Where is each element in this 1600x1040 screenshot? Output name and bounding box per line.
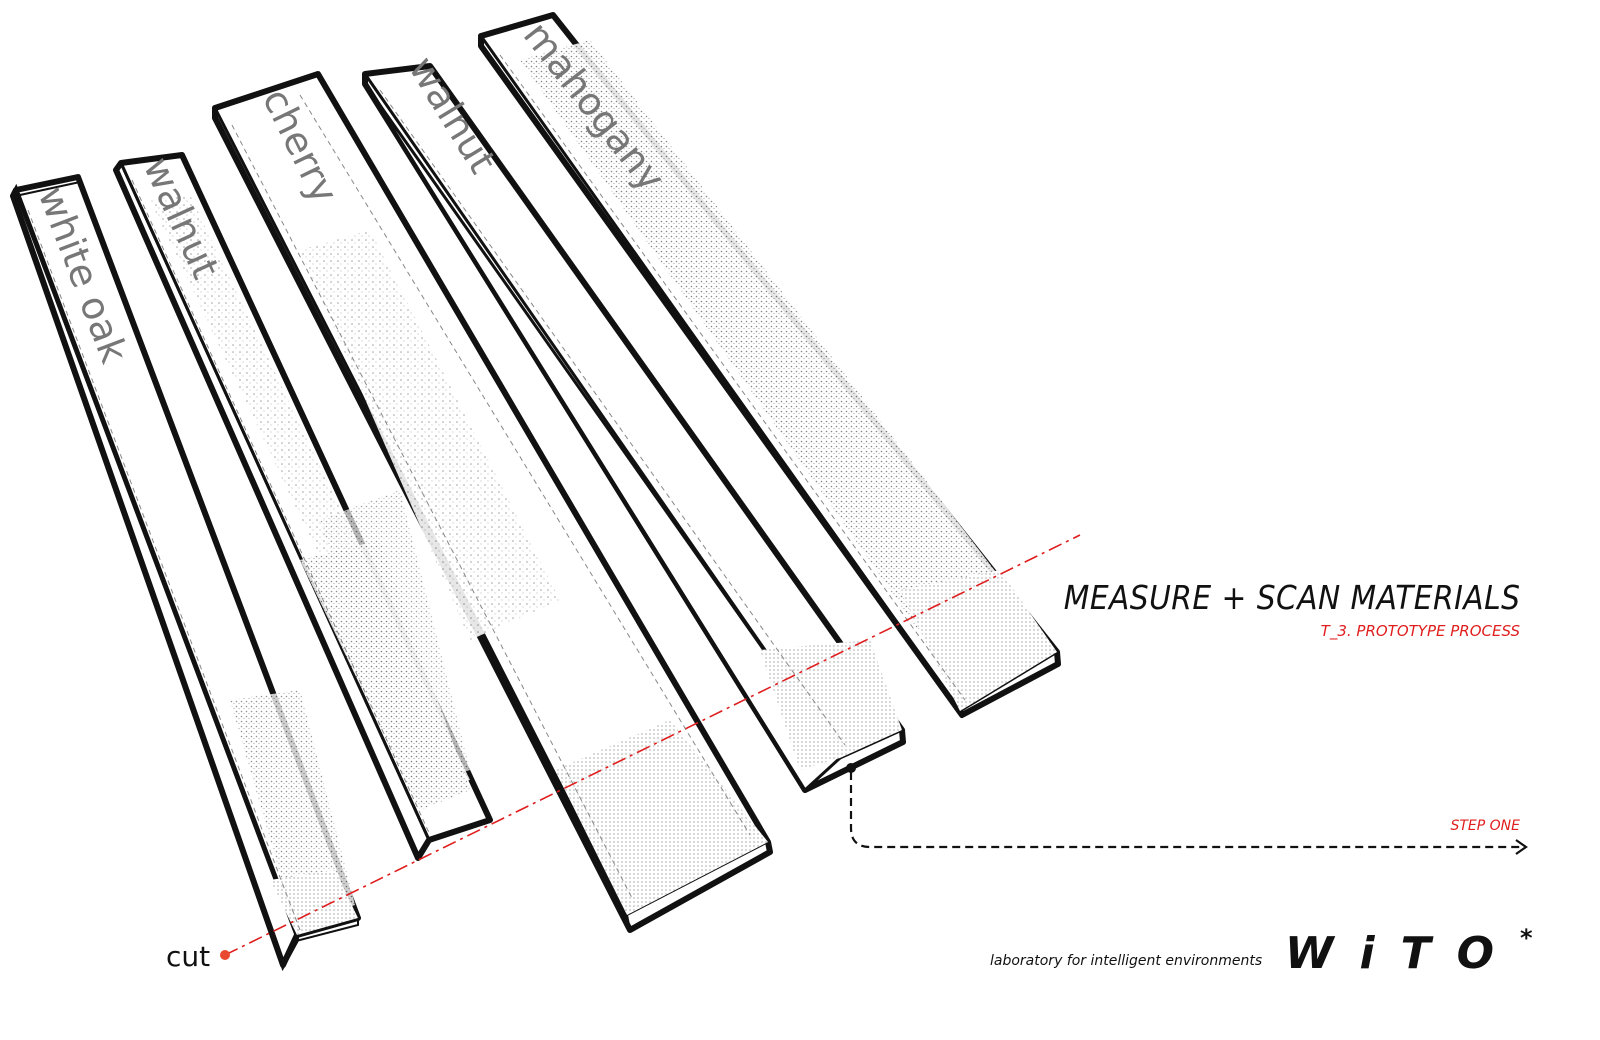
page-title: MEASURE + SCAN MATERIALS bbox=[1063, 578, 1520, 617]
step-label: STEP ONE bbox=[1450, 818, 1520, 834]
cut-label: cut bbox=[166, 940, 211, 973]
wito-logo: WiTO* bbox=[1285, 924, 1533, 979]
board-white-oak: white oak bbox=[10, 174, 361, 972]
step-one-arrow bbox=[849, 772, 1520, 849]
board-cherry: cherry bbox=[212, 71, 773, 933]
logo-text: WiTO bbox=[1285, 928, 1521, 979]
page-subtitle: T_3. PROTOTYPE PROCESS bbox=[1320, 622, 1520, 640]
step-origin-marker bbox=[846, 763, 856, 773]
step-one-arrowhead bbox=[1515, 839, 1528, 855]
cut-point-marker bbox=[220, 950, 230, 960]
lab-tagline: laboratory for intelligent environments bbox=[990, 953, 1263, 969]
cut-line bbox=[224, 534, 1081, 956]
logo-asterisk: * bbox=[1520, 924, 1533, 953]
